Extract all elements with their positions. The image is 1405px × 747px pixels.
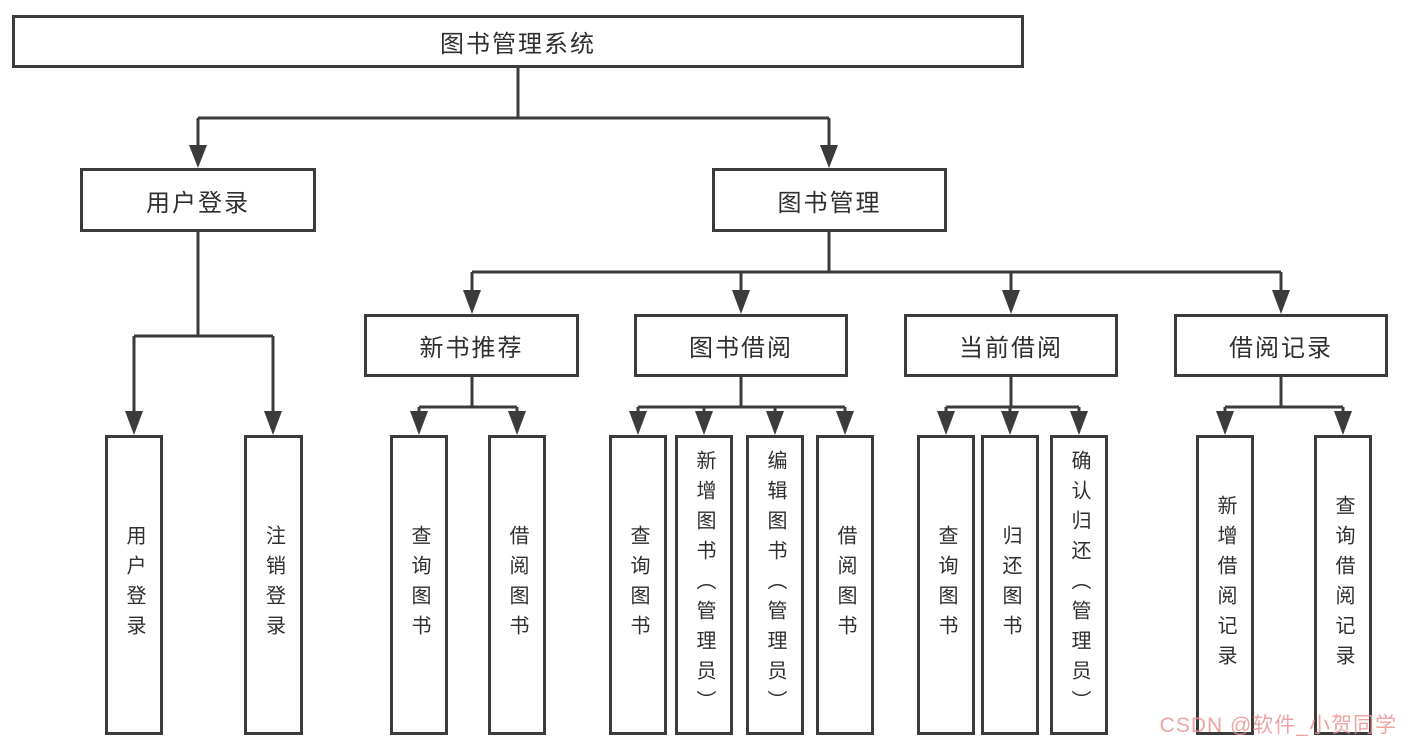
leaf-borrow-books-2: 借阅图书 — [816, 435, 874, 735]
node-book-borrowing-label: 图书借阅 — [689, 335, 793, 362]
leaf-logout-label: 注销登录 — [262, 525, 285, 645]
leaf-query-books-1: 查询图书 — [390, 435, 448, 735]
leaf-add-books-admin: 新增图书（管理员） — [675, 435, 733, 735]
node-current-borrowing-label: 当前借阅 — [959, 335, 1063, 362]
node-user-login-label: 用户登录 — [146, 189, 250, 217]
node-root-label: 图书管理系统 — [440, 31, 596, 58]
leaf-return-books-label: 归还图书 — [999, 525, 1021, 645]
leaf-borrow-books-2-label: 借阅图书 — [834, 525, 856, 645]
node-current-borrowing: 当前借阅 — [904, 314, 1118, 377]
leaf-add-borrow-record-label: 新增借阅记录 — [1214, 495, 1236, 675]
node-new-book-recommend-label: 新书推荐 — [419, 335, 524, 362]
leaf-add-borrow-record: 新增借阅记录 — [1196, 435, 1254, 735]
leaf-edit-books-admin: 编辑图书（管理员） — [746, 435, 804, 735]
leaf-user-login-label: 用户登录 — [123, 525, 145, 645]
leaf-query-borrow-record-label: 查询借阅记录 — [1332, 495, 1354, 675]
leaf-query-books-2: 查询图书 — [609, 435, 667, 735]
node-root: 图书管理系统 — [12, 15, 1024, 68]
node-borrow-records: 借阅记录 — [1174, 314, 1388, 377]
node-book-management-label: 图书管理 — [777, 189, 882, 217]
node-book-borrowing: 图书借阅 — [634, 314, 848, 377]
leaf-return-books: 归还图书 — [981, 435, 1039, 735]
leaf-borrow-books-1-label: 借阅图书 — [506, 525, 528, 645]
node-new-book-recommend: 新书推荐 — [364, 314, 579, 377]
leaf-query-books-3-label: 查询图书 — [935, 525, 957, 645]
leaf-edit-books-admin-label: 编辑图书（管理员） — [764, 450, 786, 720]
leaf-query-books-2-label: 查询图书 — [627, 525, 649, 645]
leaf-logout: 注销登录 — [244, 435, 303, 735]
leaf-add-books-admin-label: 新增图书（管理员） — [693, 450, 715, 720]
leaf-query-books-3: 查询图书 — [917, 435, 975, 735]
connector-arrowheads — [125, 145, 1352, 435]
node-borrow-records-label: 借阅记录 — [1229, 335, 1333, 362]
leaf-confirm-return-admin: 确认归还（管理员） — [1050, 435, 1108, 735]
leaf-confirm-return-admin-label: 确认归还（管理员） — [1068, 450, 1090, 720]
node-book-management: 图书管理 — [712, 168, 947, 232]
leaf-query-books-1-label: 查询图书 — [408, 525, 430, 645]
connector-lines — [132, 68, 1345, 413]
node-user-login: 用户登录 — [80, 168, 316, 232]
leaf-user-login: 用户登录 — [105, 435, 163, 735]
csdn-watermark: CSDN @软件_小贺同学 — [1159, 714, 1397, 737]
leaf-borrow-books-1: 借阅图书 — [488, 435, 546, 735]
leaf-query-borrow-record: 查询借阅记录 — [1314, 435, 1372, 735]
